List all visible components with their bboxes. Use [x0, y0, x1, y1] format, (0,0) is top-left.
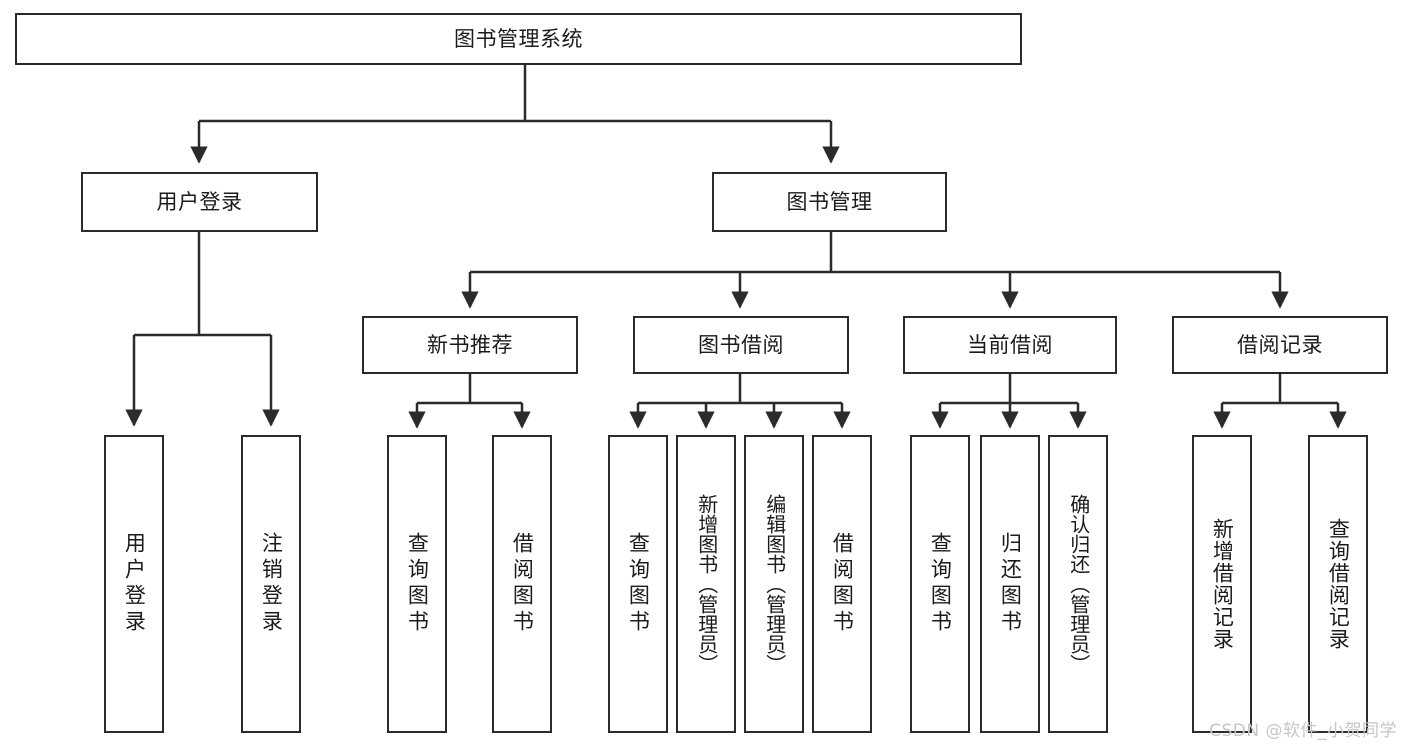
node-leaf-borrow-book-1[interactable]: 借阅图书	[492, 435, 552, 733]
node-book-manage-label: 图书管理	[786, 189, 873, 214]
node-leaf-query-book-1[interactable]: 查询图书	[387, 435, 447, 733]
node-leaf-query-book-1-label: 查询图书	[405, 532, 430, 636]
node-leaf-query-book-3[interactable]: 查询图书	[910, 435, 970, 733]
node-borrow-record[interactable]: 借阅记录	[1172, 316, 1388, 374]
node-current-borrow-label: 当前借阅	[967, 332, 1053, 357]
node-leaf-add-record[interactable]: 新增借阅记录	[1192, 435, 1252, 733]
node-book-manage[interactable]: 图书管理	[712, 172, 947, 232]
node-root[interactable]: 图书管理系统	[15, 13, 1022, 65]
node-leaf-query-book-2[interactable]: 查询图书	[608, 435, 668, 733]
node-leaf-edit-book-label: 编辑图书（管理员）	[762, 494, 787, 674]
node-new-book-recommend[interactable]: 新书推荐	[362, 316, 578, 374]
node-leaf-add-record-label: 新增借阅记录	[1210, 518, 1235, 650]
node-user-login-label: 用户登录	[156, 189, 243, 214]
node-new-book-recommend-label: 新书推荐	[427, 332, 513, 357]
node-leaf-edit-book[interactable]: 编辑图书（管理员）	[744, 435, 804, 733]
node-book-borrow-label: 图书借阅	[698, 332, 784, 357]
node-leaf-query-record-label: 查询借阅记录	[1326, 518, 1351, 650]
node-leaf-user-login[interactable]: 用户登录	[104, 435, 164, 733]
node-leaf-logout[interactable]: 注销登录	[241, 435, 301, 733]
node-leaf-logout-label: 注销登录	[259, 532, 284, 636]
node-leaf-borrow-book-2[interactable]: 借阅图书	[812, 435, 872, 733]
node-leaf-borrow-book-1-label: 借阅图书	[510, 532, 535, 636]
node-leaf-query-record[interactable]: 查询借阅记录	[1308, 435, 1368, 733]
node-leaf-user-login-label: 用户登录	[122, 532, 147, 636]
node-leaf-query-book-2-label: 查询图书	[626, 532, 651, 636]
node-borrow-record-label: 借阅记录	[1237, 332, 1323, 357]
node-leaf-add-book[interactable]: 新增图书（管理员）	[676, 435, 736, 733]
node-leaf-confirm-return[interactable]: 确认归还（管理员）	[1048, 435, 1108, 733]
node-book-borrow[interactable]: 图书借阅	[633, 316, 849, 374]
watermark-text: CSDN @软件_小贺同学	[1209, 721, 1397, 741]
node-leaf-add-book-label: 新增图书（管理员）	[694, 494, 719, 674]
node-leaf-return-book-label: 归还图书	[998, 532, 1023, 636]
node-leaf-confirm-return-label: 确认归还（管理员）	[1066, 494, 1091, 674]
node-leaf-query-book-3-label: 查询图书	[928, 532, 953, 636]
node-root-label: 图书管理系统	[454, 26, 583, 51]
node-user-login[interactable]: 用户登录	[81, 172, 318, 232]
node-leaf-return-book[interactable]: 归还图书	[980, 435, 1040, 733]
node-current-borrow[interactable]: 当前借阅	[903, 316, 1117, 374]
node-leaf-borrow-book-2-label: 借阅图书	[830, 532, 855, 636]
